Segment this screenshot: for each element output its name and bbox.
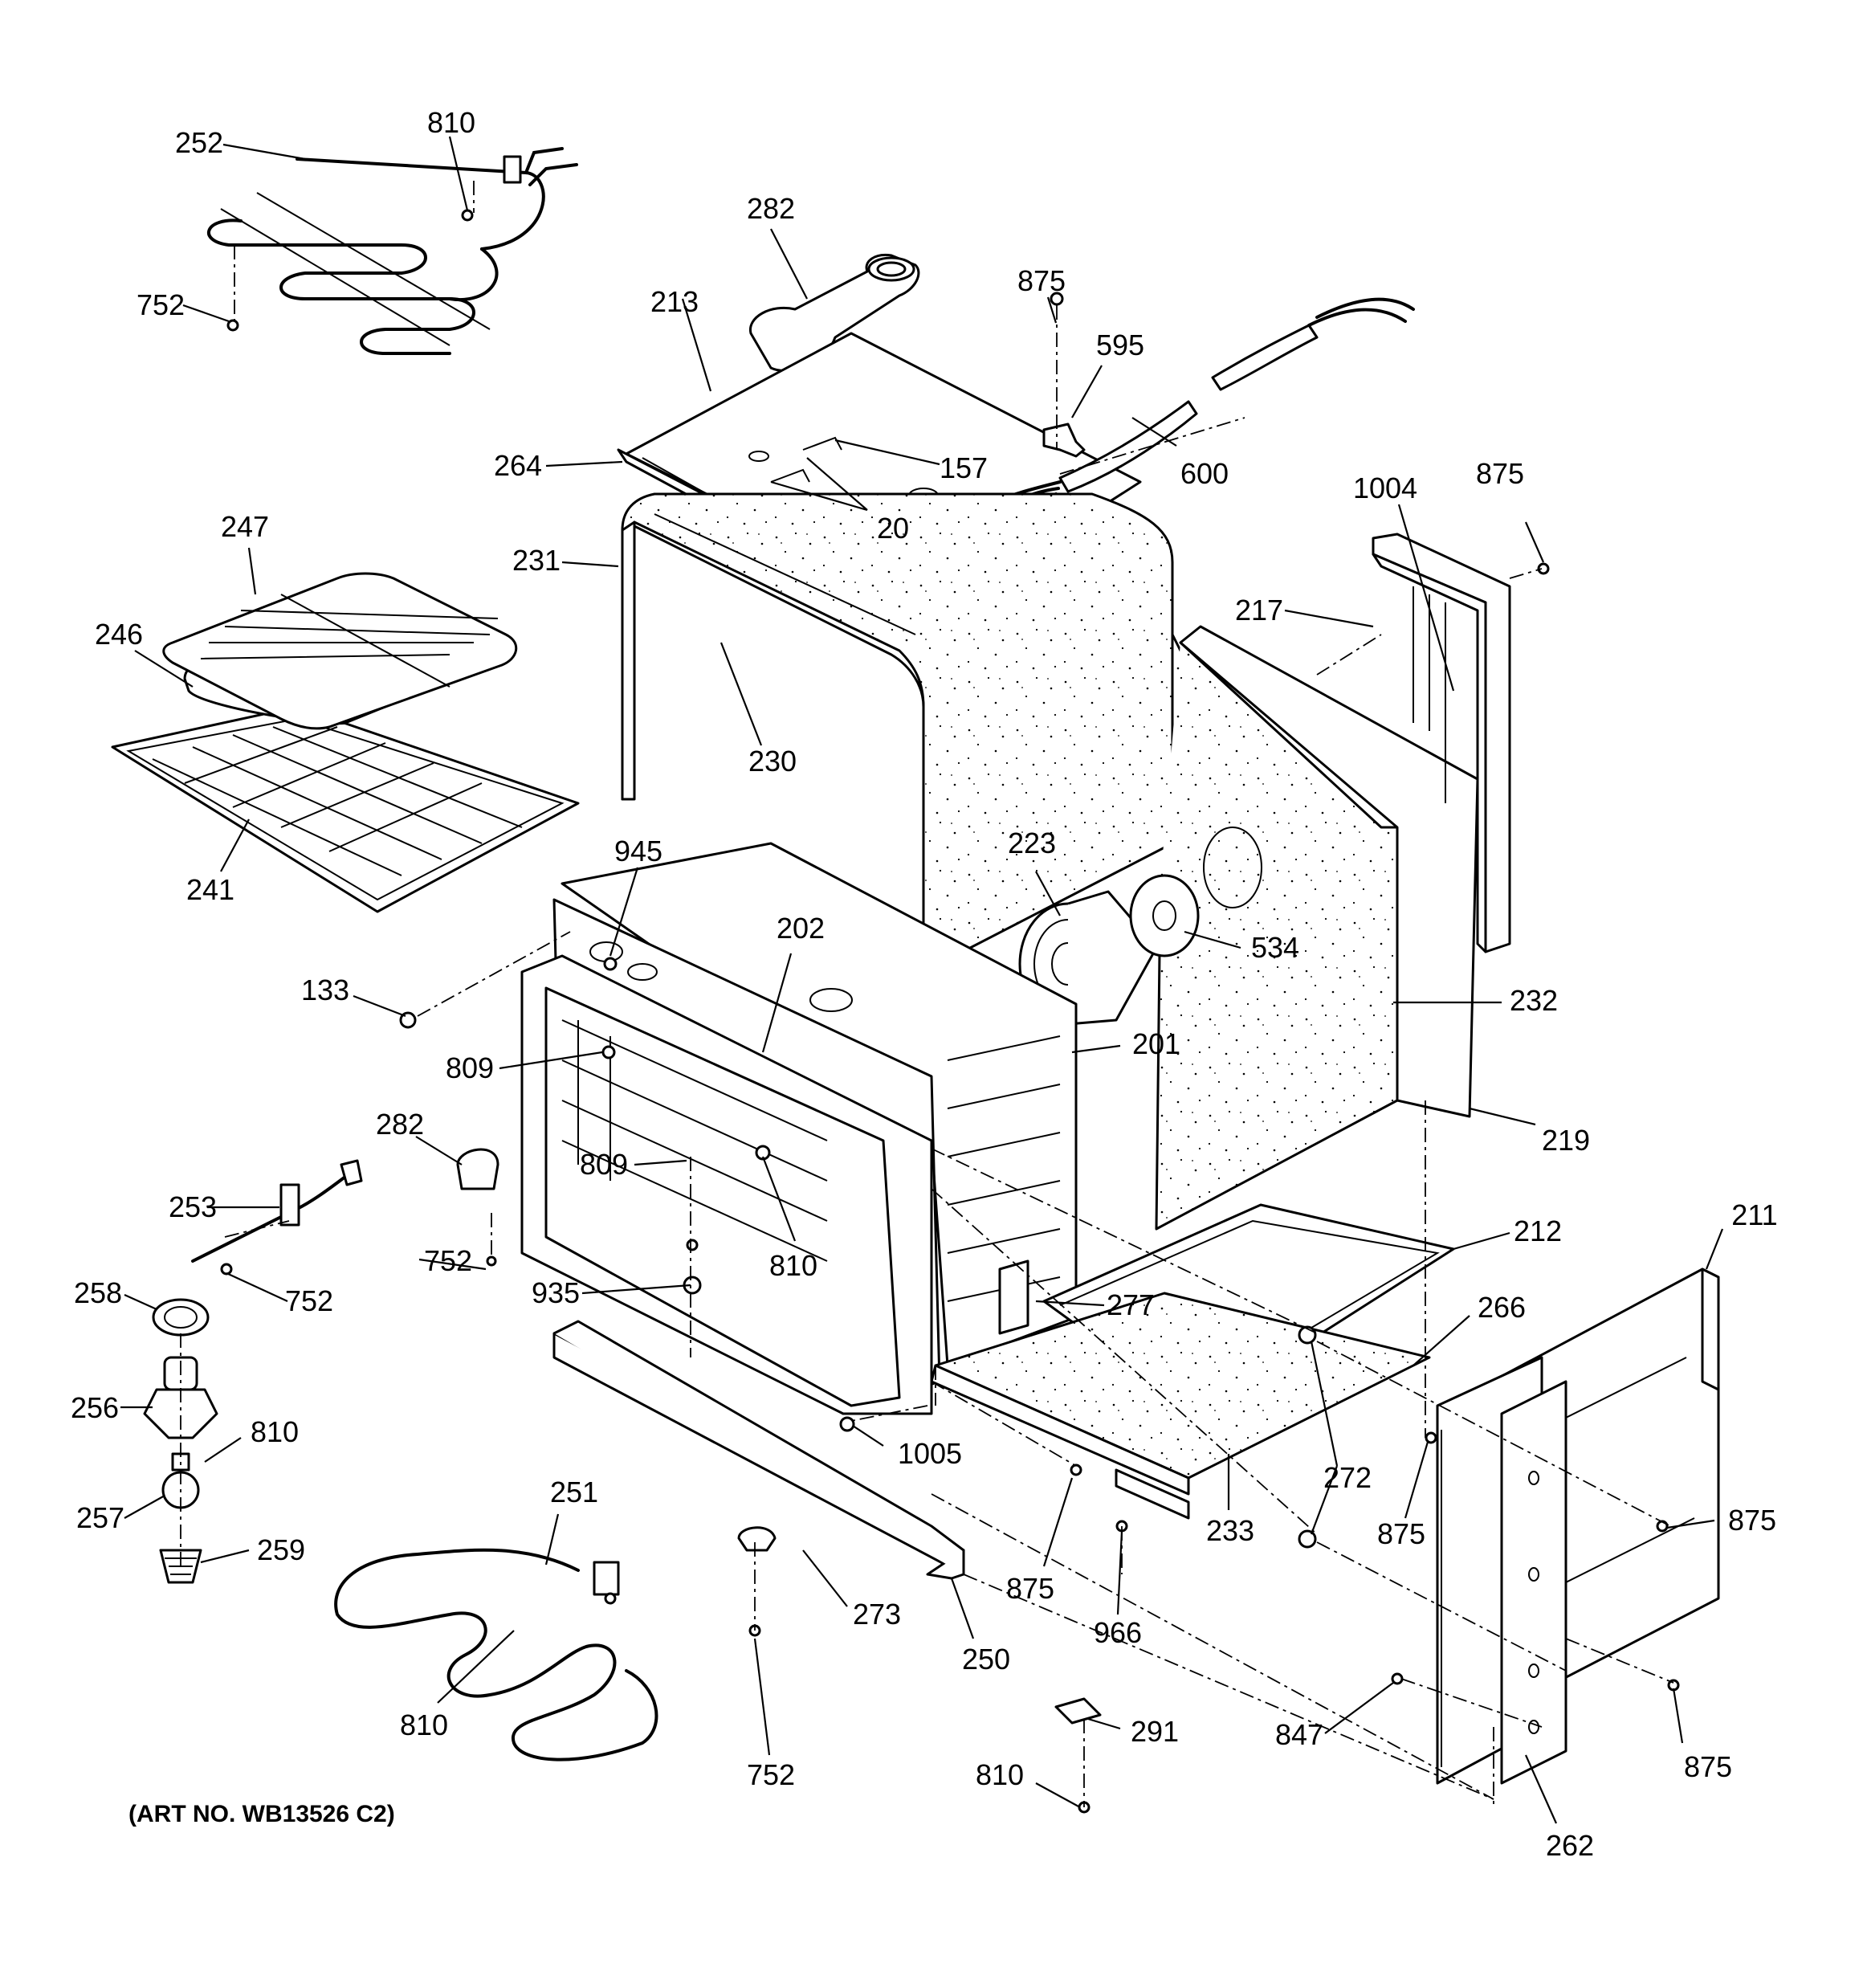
vent-duct-drawing — [749, 253, 920, 373]
callout-223: 223 — [1008, 827, 1056, 859]
callout-250: 250 — [962, 1643, 1010, 1676]
callout-212: 212 — [1514, 1214, 1562, 1247]
callout-264: 264 — [494, 449, 542, 482]
callout-875-e: 875 — [1728, 1504, 1776, 1537]
assembly-lines — [180, 181, 1674, 1807]
callout-262: 262 — [1546, 1829, 1594, 1862]
callout-966: 966 — [1094, 1616, 1142, 1649]
callout-241: 241 — [186, 873, 234, 906]
callout-272: 272 — [1323, 1461, 1372, 1494]
callout-875-b: 875 — [1476, 457, 1524, 490]
callout-810-b: 810 — [769, 1249, 817, 1282]
callout-230: 230 — [748, 745, 797, 778]
callout-600: 600 — [1180, 457, 1229, 490]
callout-534: 534 — [1251, 931, 1299, 964]
callout-752-c: 752 — [285, 1284, 333, 1317]
callout-labels: 252 810 752 282 213 875 595 600 157 264 … — [71, 106, 1778, 1862]
callout-266: 266 — [1478, 1291, 1526, 1324]
art-number: (ART NO. WB13526 C2) — [128, 1801, 395, 1827]
callout-847: 847 — [1275, 1718, 1323, 1751]
callout-157: 157 — [940, 451, 988, 484]
callout-875-f: 875 — [1684, 1750, 1732, 1783]
callout-246: 246 — [95, 618, 143, 651]
callout-810-d: 810 — [400, 1708, 448, 1741]
oven-light-drawing — [143, 1298, 218, 1584]
callout-133: 133 — [301, 974, 349, 1006]
callout-1005: 1005 — [898, 1437, 962, 1470]
callout-1004: 1004 — [1353, 471, 1417, 504]
callout-233: 233 — [1206, 1514, 1254, 1547]
cord-clamp-drawing — [1042, 423, 1086, 458]
front-trim-drawing — [552, 1320, 965, 1580]
callout-935: 935 — [532, 1276, 580, 1309]
callout-810-e: 810 — [976, 1758, 1024, 1791]
broil-element-drawing — [207, 147, 578, 355]
callout-810-c: 810 — [251, 1415, 299, 1448]
callout-251: 251 — [550, 1476, 598, 1508]
callout-213: 213 — [650, 285, 699, 318]
callout-752: 752 — [137, 288, 185, 321]
rear-vertical-panel-drawing — [1372, 533, 1511, 953]
outer-wrapper-drawing — [621, 492, 1174, 974]
callout-253: 253 — [169, 1190, 217, 1223]
callout-809: 809 — [446, 1051, 494, 1084]
callout-809-b: 809 — [580, 1148, 628, 1181]
callout-752-b: 752 — [424, 1244, 472, 1277]
callout-258: 258 — [74, 1276, 122, 1309]
callout-257: 257 — [76, 1501, 124, 1534]
callout-282: 282 — [747, 192, 795, 225]
callout-211: 211 — [1731, 1198, 1777, 1231]
temperature-sensor-drawing — [191, 1159, 363, 1263]
vertical-bracket-drawing — [1436, 1356, 1567, 1785]
callout-252: 252 — [175, 126, 223, 159]
bake-element-drawing — [334, 1548, 658, 1761]
callout-282-b: 282 — [376, 1108, 424, 1141]
callout-291: 291 — [1131, 1715, 1179, 1748]
callout-247: 247 — [221, 510, 269, 543]
callout-875-d: 875 — [1377, 1517, 1425, 1550]
callout-277: 277 — [1107, 1288, 1155, 1321]
callout-20: 20 — [877, 512, 909, 545]
callout-217: 217 — [1235, 594, 1283, 627]
callout-810: 810 — [427, 106, 475, 139]
callout-232: 232 — [1510, 984, 1558, 1017]
broiler-pan-drawing — [111, 572, 580, 913]
callout-202: 202 — [777, 912, 825, 945]
side-panel-drawing — [1155, 625, 1479, 1231]
callout-201: 201 — [1132, 1027, 1180, 1060]
callout-875-c: 875 — [1006, 1572, 1054, 1605]
callout-875: 875 — [1017, 264, 1066, 297]
callout-945: 945 — [614, 835, 662, 867]
callout-256: 256 — [71, 1391, 119, 1424]
callout-219: 219 — [1542, 1124, 1590, 1157]
callout-259: 259 — [257, 1533, 305, 1566]
callout-752-d: 752 — [747, 1758, 795, 1791]
callout-273: 273 — [853, 1598, 901, 1631]
callout-231: 231 — [512, 544, 561, 577]
oven-liner-drawing — [520, 842, 1078, 1415]
leader-lines — [120, 136, 1724, 1824]
callout-595: 595 — [1096, 329, 1144, 361]
